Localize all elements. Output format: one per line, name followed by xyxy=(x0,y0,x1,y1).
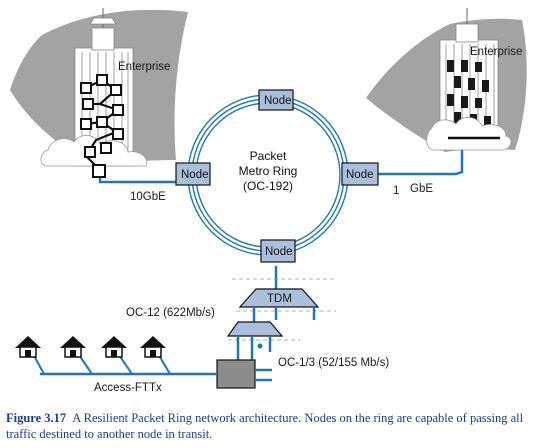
access-fttx-label: Access-FTTx xyxy=(94,382,162,394)
link-gbe xyxy=(378,150,464,176)
oc12-label: OC-12 (622Mb/s) xyxy=(126,307,215,319)
node-left: Node xyxy=(175,162,211,186)
svg-text:Node: Node xyxy=(264,95,292,107)
svg-text:Node: Node xyxy=(346,169,374,181)
house-icons xyxy=(15,336,166,358)
node-bottom: Node xyxy=(260,239,296,263)
oc13-label: OC-1/3 (52/155 Mb/s) xyxy=(278,357,389,369)
house-icon xyxy=(60,336,86,358)
caption-text: A Resilient Packet Ring network architec… xyxy=(6,411,524,441)
ring-label-line2: Metro Ring xyxy=(239,164,298,178)
access-olt xyxy=(216,359,256,389)
enterprise-right-label: Enterprise xyxy=(470,46,522,58)
house-icon xyxy=(101,336,127,358)
links xyxy=(98,150,464,290)
tdm-mux: TDM xyxy=(238,288,320,308)
house-icon xyxy=(15,336,41,358)
oc-mux xyxy=(226,321,284,337)
svg-text:Node: Node xyxy=(181,169,209,181)
house-icon xyxy=(140,336,166,358)
link-10gbe xyxy=(98,178,176,184)
access-fttx: Access-FTTx xyxy=(15,336,217,394)
ring-label-line1: Packet xyxy=(250,149,287,163)
enterprise-left: Enterprise xyxy=(10,8,188,178)
link-gbe-number: 1 xyxy=(393,185,399,197)
svg-text:TDM: TDM xyxy=(267,293,292,305)
enterprise-left-label: Enterprise xyxy=(118,61,170,73)
node-right: Node xyxy=(341,162,379,186)
svg-text:Node: Node xyxy=(265,246,293,258)
link-gbe-label: GbE xyxy=(410,183,433,195)
ring-label-line3: (OC-192) xyxy=(243,179,293,193)
caption-label: Figure 3.17 xyxy=(6,411,67,425)
link-10gbe-label: 10GbE xyxy=(130,191,166,203)
node-top: Node xyxy=(258,89,294,111)
enterprise-right: Enterprise xyxy=(366,8,527,152)
